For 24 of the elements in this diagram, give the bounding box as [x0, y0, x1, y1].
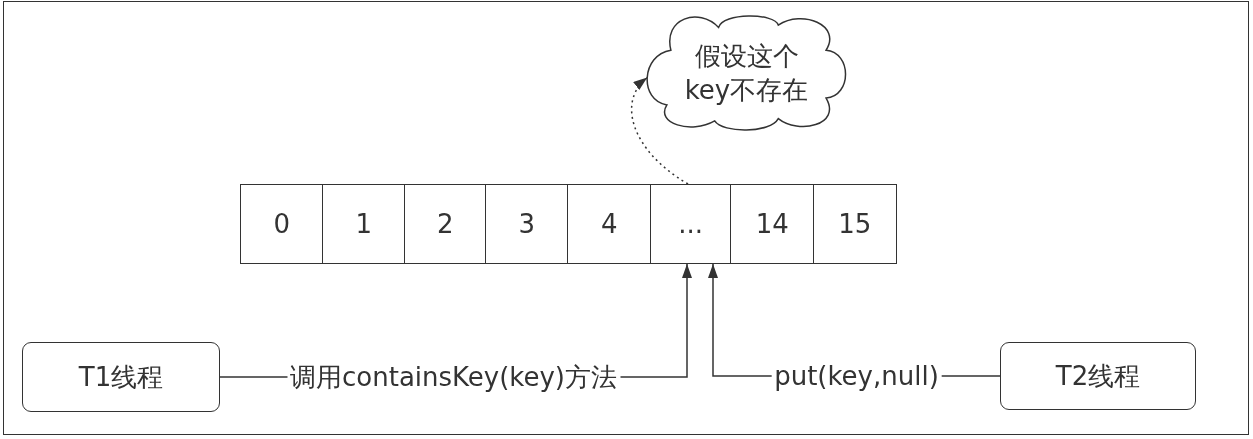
array-index: 0: [273, 208, 290, 241]
array-index: 4: [600, 208, 618, 241]
array-cell: [485, 184, 569, 264]
thought-cloud: [647, 16, 846, 130]
thread-name: T2线程: [1055, 360, 1141, 393]
array-cell: [404, 184, 487, 264]
array-cell: [650, 184, 732, 264]
thread-box: [22, 342, 220, 412]
array-cell: [567, 184, 652, 264]
cloud-text: 假设这个key不存在: [683, 40, 810, 107]
dotted-arrow: [630, 76, 689, 185]
array-index: 3: [518, 208, 535, 241]
array-cell: [322, 184, 406, 264]
array-cell: [813, 184, 897, 264]
ellipsis-mark: ...: [678, 208, 704, 241]
array-index: 15: [838, 208, 872, 241]
array-index: 14: [755, 208, 789, 241]
array-cell: [240, 184, 324, 264]
thread-box: [1000, 342, 1196, 410]
edge-label: 调用containsKey(key)方法: [287, 361, 620, 393]
thread-name: T1线程: [78, 361, 164, 394]
array-cell: [730, 184, 815, 264]
array-index: 1: [355, 208, 372, 241]
array-index: 2: [436, 208, 454, 241]
